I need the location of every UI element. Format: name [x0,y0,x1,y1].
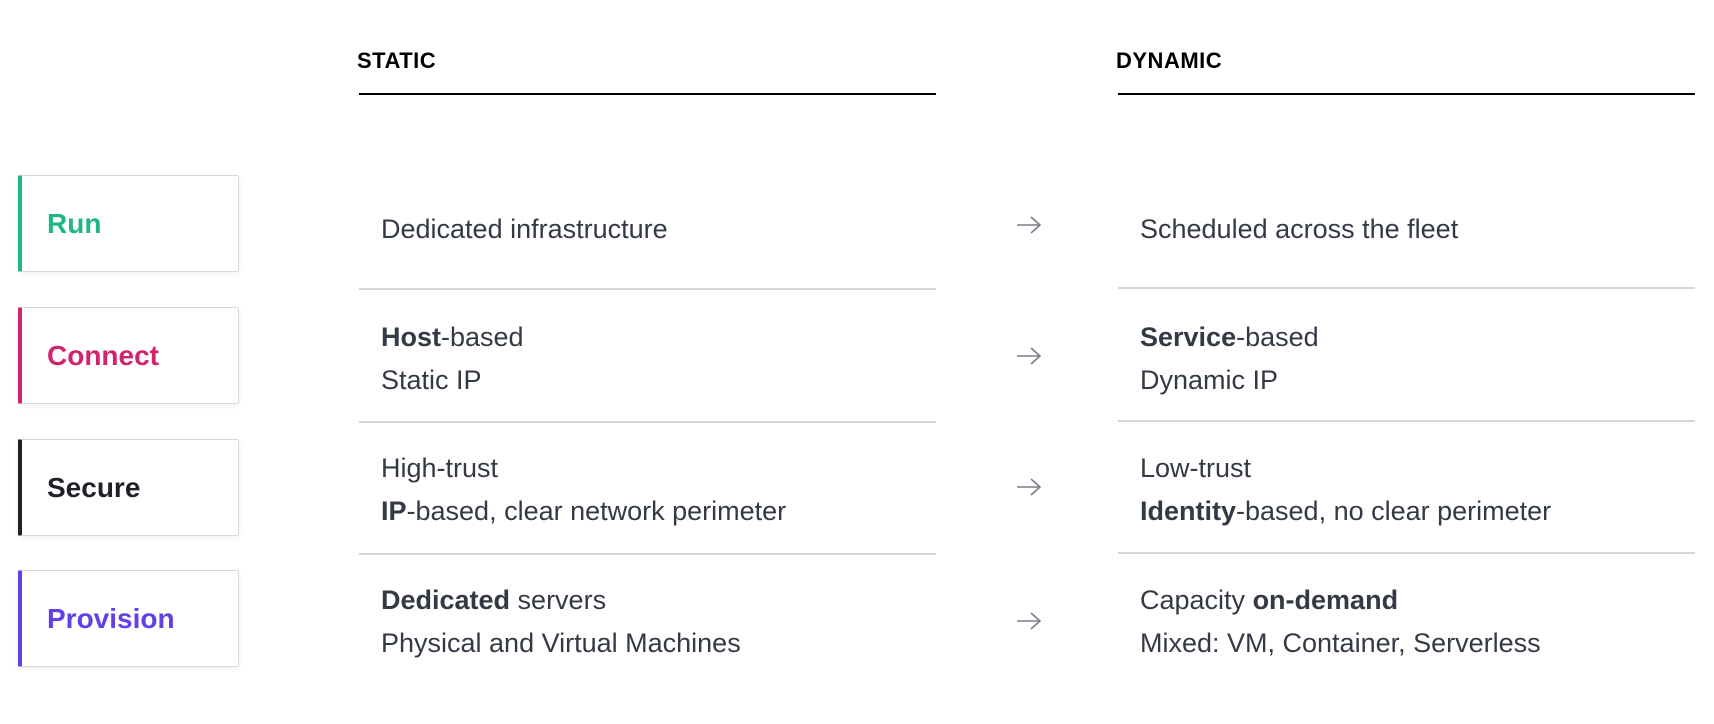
arrow-right-icon [1017,478,1042,496]
dynamic-row-divider [1118,552,1695,554]
row-label-text: Secure [47,471,141,503]
cell-text: -based, clear network perimeter [406,496,787,526]
dynamic-column-header: DYNAMIC [1116,48,1223,73]
emphasis-text: on-demand [1252,585,1399,615]
row-label-run: Run [18,175,239,272]
cell-text: Dynamic IP [1140,365,1279,395]
static-header-rule [359,93,936,95]
cell-text: Dedicated infrastructure [381,214,668,244]
run-dynamic-cell: Scheduled across the fleet [1140,208,1714,251]
cell-text: Low-trust [1140,453,1252,483]
cell-text: Physical and Virtual Machines [381,628,741,658]
emphasis-text: Host [381,322,441,352]
dynamic-row-divider [1118,420,1695,422]
static-row-divider [359,553,936,555]
emphasis-text: Identity [1140,496,1237,526]
cell-text: Scheduled across the fleet [1140,214,1459,244]
run-static-cell: Dedicated infrastructure [381,208,958,251]
emphasis-text: Service [1140,322,1237,352]
cell-line: Low-trust [1140,447,1714,490]
cell-line: Dedicated servers [381,579,958,622]
cell-text: -based, no clear perimeter [1236,496,1552,526]
cell-line: Scheduled across the fleet [1140,208,1714,251]
cell-text: -based [441,322,524,352]
static-row-divider [359,421,936,423]
cell-text: servers [510,585,607,615]
row-label-text: Connect [47,339,159,371]
cell-line: Service-based [1140,316,1714,359]
cell-line: High-trust [381,447,958,490]
static-row-divider [359,288,936,290]
cell-line: Dedicated infrastructure [381,208,958,251]
emphasis-text: Dedicated [381,585,511,615]
emphasis-text: IP [381,496,407,526]
arrow-right-icon [1017,216,1042,234]
arrow-right-icon [1017,347,1042,365]
dynamic-header-rule [1118,93,1695,95]
cell-line: Identity-based, no clear perimeter [1140,490,1714,533]
cell-line: IP-based, clear network perimeter [381,490,958,533]
cell-text: Capacity [1140,585,1253,615]
cell-line: Host-based [381,316,958,359]
cell-text: Static IP [381,365,482,395]
row-label-secure: Secure [18,439,239,536]
cell-text: High-trust [381,453,499,483]
row-label-text: Provision [47,602,175,634]
row-label-provision: Provision [18,570,239,667]
arrow-right-icon [1017,612,1042,630]
cell-line: Mixed: VM, Container, Serverless [1140,622,1714,665]
static-column-header: STATIC [357,48,437,73]
row-label-text: Run [47,207,102,239]
cell-line: Capacity on-demand [1140,579,1714,622]
cell-text: Mixed: VM, Container, Serverless [1140,628,1541,658]
cell-text: -based [1236,322,1319,352]
dynamic-row-divider [1118,287,1695,289]
cell-line: Physical and Virtual Machines [381,622,958,665]
cell-line: Static IP [381,359,958,402]
row-label-connect: Connect [18,307,239,404]
cell-line: Dynamic IP [1140,359,1714,402]
